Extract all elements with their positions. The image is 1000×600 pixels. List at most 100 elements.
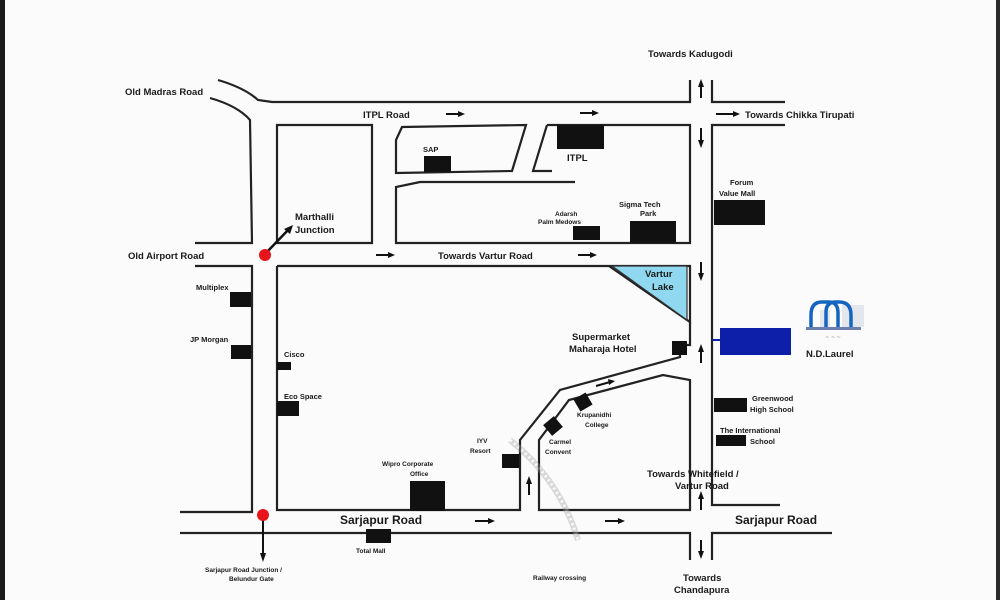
sarjapur-road-bottom-edge [180,531,692,560]
label-forum-1: Forum [730,178,754,187]
label-sarjapur-road-left: Sarjapur Road [340,513,422,527]
label-adarsh-2: Palm Medows [538,219,581,226]
itpl-sigma-block [394,123,692,245]
label-greenwood-1: Greenwood [752,394,794,403]
image-border-left [0,0,5,600]
label-vartur-lake-2: Lake [652,282,674,293]
label-itpl: ITPL [567,153,588,164]
label-jp-morgan: JP Morgan [190,335,229,344]
label-wipro-2: Office [410,471,429,478]
label-total-mall: Total Mall [356,548,386,555]
arrow-down-icon [698,262,704,281]
arrow-right-icon [580,110,599,116]
image-border-right [996,0,1000,600]
label-nd-laurel: N.D.Laurel [806,349,854,360]
arrow-down-icon [260,520,266,562]
arrow-right-icon [578,252,597,258]
sigma-tech-park-building [630,221,676,243]
sarjapur-junction-marker[interactable] [257,509,269,521]
labels: Old Madras Road ITPL Road Old Airport Ro… [125,49,854,596]
arrow-right-icon [446,111,465,117]
vartur-lake [610,265,688,322]
label-forum-2: Value Mall [719,189,755,198]
arrow-right-icon [595,379,615,387]
label-railway-crossing: Railway crossing [533,575,586,582]
nd-laurel-logo: ~ ~ ~ [806,300,864,341]
old-airport-road-bottom-edge [180,264,254,514]
label-eco-space: Eco Space [284,392,322,401]
label-vartur-lake-1: Vartur [645,269,673,280]
arrow-right-icon [605,518,625,524]
label-sap: SAP [423,145,438,154]
label-adarsh-1: Adarsh [555,211,577,218]
arrow-up-icon [526,476,532,495]
itpl-building [557,125,604,149]
label-carmel-1: Carmel [549,439,571,446]
label-sarjapur-junction-1: Sarjapur Road Junction / [205,567,282,574]
greenwood-high-school-building [714,398,747,412]
arrow-right-icon [475,518,495,524]
label-vartur-road-2: Vartur Road [675,481,729,492]
marthalli-junction-marker[interactable] [259,225,293,261]
forum-value-mall-building [714,200,765,225]
label-old-airport-road: Old Airport Road [128,251,204,262]
label-old-madras-road: Old Madras Road [125,87,203,98]
railway-track [508,437,581,541]
label-itpl-road: ITPL Road [363,110,410,121]
label-international-2: School [750,437,775,446]
label-vartur-road: Towards Vartur Road [438,251,533,262]
arrow-right-icon [376,252,395,258]
label-kadugodi: Towards Kadugodi [648,49,733,60]
svg-text:~ ~ ~: ~ ~ ~ [825,335,841,341]
krupanidhi-block [537,373,692,512]
kadugodi-road-right-edge [710,80,785,104]
krupanidhi-college-building [573,392,593,412]
label-whitefield: Towards Whitefield / [647,469,739,480]
label-supermarket: Supermarket [572,332,631,343]
arrow-up-icon [698,344,704,363]
label-sarjapur-road-right: Sarjapur Road [735,513,817,527]
central-block [277,264,692,325]
itpl-inner-edge [531,124,552,173]
label-sigma-1: Sigma Tech [619,200,661,209]
direction-arrows [260,79,740,562]
label-chandapura-2: Chandapura [674,585,730,596]
chikka-tirupati-road-bottom-edge [710,123,785,507]
road-network [180,78,832,560]
label-chikka-tirupati: Towards Chikka Tirupati [745,110,854,121]
multiplex-building [230,292,251,307]
label-sigma-2: Park [640,209,657,218]
arrow-down-icon [698,540,704,559]
maharaja-hotel-building [672,341,687,355]
label-chandapura-1: Towards [683,573,721,584]
label-carmel-2: Convent [545,449,572,456]
label-greenwood-2: High School [750,405,794,414]
label-iyv-1: IYV [477,438,488,445]
international-school-building [716,435,746,446]
sap-building [424,156,451,172]
arrow-up-icon [698,491,704,510]
arrow-up-icon [698,79,704,98]
marthalli-block [275,123,374,245]
label-cisco: Cisco [284,350,305,359]
iyv-resort-building [502,454,519,468]
adarsh-palm-medows-building [573,226,600,240]
nd-laurel-project [720,328,791,355]
sap-block [394,123,528,175]
buildings [230,125,765,543]
carmel-convent-building [543,416,563,436]
label-maharaja-hotel: Maharaja Hotel [569,344,637,355]
chandapura-road-right-edge [710,531,832,560]
label-marthalli: Marthalli [295,212,334,223]
eco-space-building [277,401,299,416]
cisco-building [277,362,291,370]
total-mall-building [366,529,391,543]
label-sarjapur-junction-2: Belundur Gate [229,576,274,583]
label-multiplex: Multiplex [196,283,229,292]
wipro-building [410,481,445,511]
arrow-down-icon [698,128,704,148]
label-wipro-1: Wipro Corporate [382,461,434,468]
label-krupanidhi-1: Krupanidhi [577,412,611,419]
old-madras-road-top-edge [217,78,692,104]
